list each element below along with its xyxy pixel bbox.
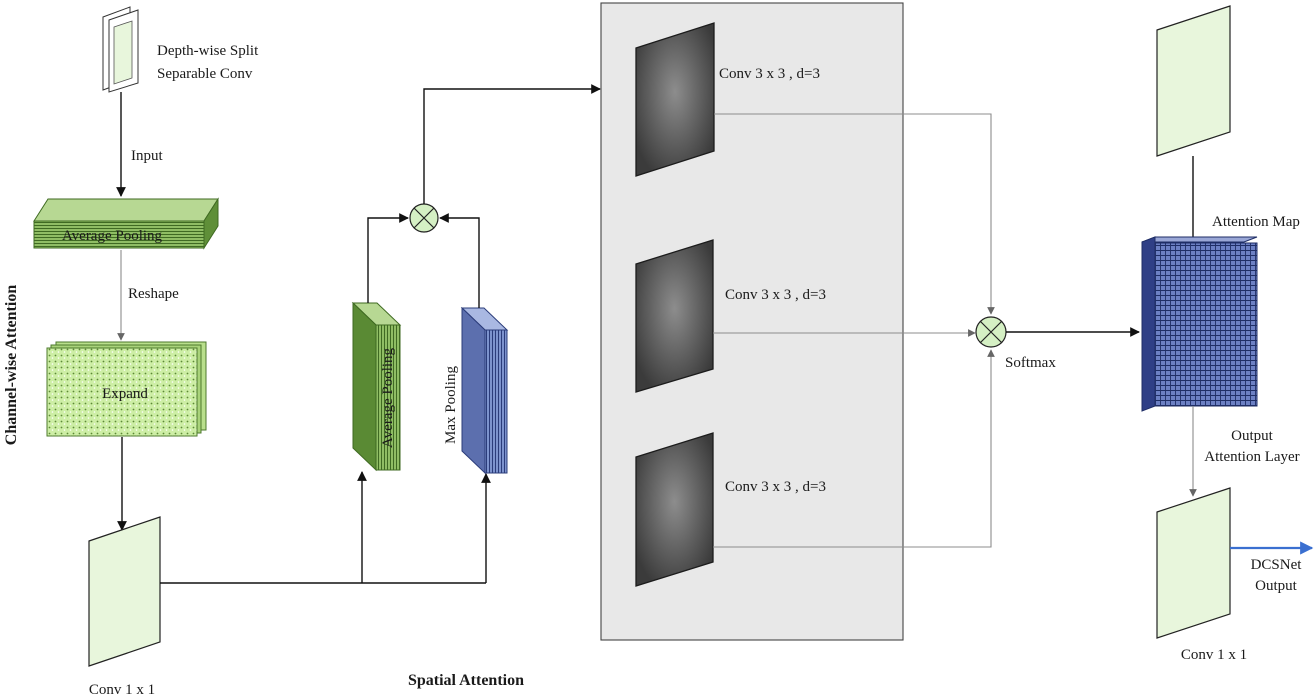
conv3x3-label-1: Conv 3 x 3 , d=3	[719, 66, 820, 82]
maxpool-to-multiply-arrow	[439, 213, 480, 308]
dcsnet-label-line2: Output	[1255, 578, 1298, 594]
conv1x1-right-sheet	[1156, 487, 1231, 639]
multiply-to-panel-arrow	[423, 84, 601, 204]
output-attention-label-line2: Attention Layer	[1204, 449, 1299, 465]
average-pooling-vertical-label: Average Pooling	[380, 347, 396, 448]
spatial-attention-label: Spatial Attention	[408, 672, 524, 689]
conv3x3-sheet-2	[635, 239, 714, 393]
conv1x1-left-label: Conv 1 x 1	[89, 682, 155, 698]
attention-map-cube	[1141, 236, 1258, 412]
average-pooling-block-top	[33, 197, 219, 250]
conv3x3-label-3: Conv 3 x 3 , d=3	[725, 479, 826, 495]
output-attention-label-line1: Output	[1231, 428, 1274, 444]
right-input-sheet	[1156, 5, 1231, 157]
conv3x3-sheet-3	[635, 432, 714, 587]
multiply-node-softmax-icon	[975, 316, 1007, 348]
input-label: Input	[131, 148, 163, 164]
average-pooling-block-vertical	[351, 301, 402, 472]
expand-block	[46, 341, 207, 437]
conv1x1-left-sheet	[88, 516, 161, 667]
conv3x3-label-2: Conv 3 x 3 , d=3	[725, 287, 826, 303]
multiply-node-spatial-icon	[409, 203, 439, 233]
channel-wise-attention-label: Channel-wise Attention	[3, 285, 20, 446]
conv3x3-sheet-1	[635, 22, 715, 177]
max-pooling-block	[460, 306, 509, 475]
depthwise-label-line2: Separable Conv	[157, 66, 253, 82]
expand-label: Expand	[102, 386, 148, 402]
attention-map-label: Attention Map	[1212, 214, 1300, 230]
reshape-label: Reshape	[128, 286, 179, 302]
max-pooling-label: Max Pooling	[443, 366, 459, 444]
conv1-to-softmax-line	[714, 113, 995, 315]
conv3-to-softmax-line	[713, 349, 995, 548]
dcsnet-label-line1: DCSNet	[1251, 557, 1303, 573]
depthwise-label-line1: Depth-wise Split	[157, 43, 259, 59]
depthwise-split-icon	[102, 6, 139, 93]
average-pooling-top-label: Average Pooling	[62, 228, 163, 244]
conv1x1-right-label: Conv 1 x 1	[1181, 647, 1247, 663]
avgpool-to-multiply-arrow	[367, 213, 409, 303]
softmax-label: Softmax	[1005, 355, 1056, 371]
